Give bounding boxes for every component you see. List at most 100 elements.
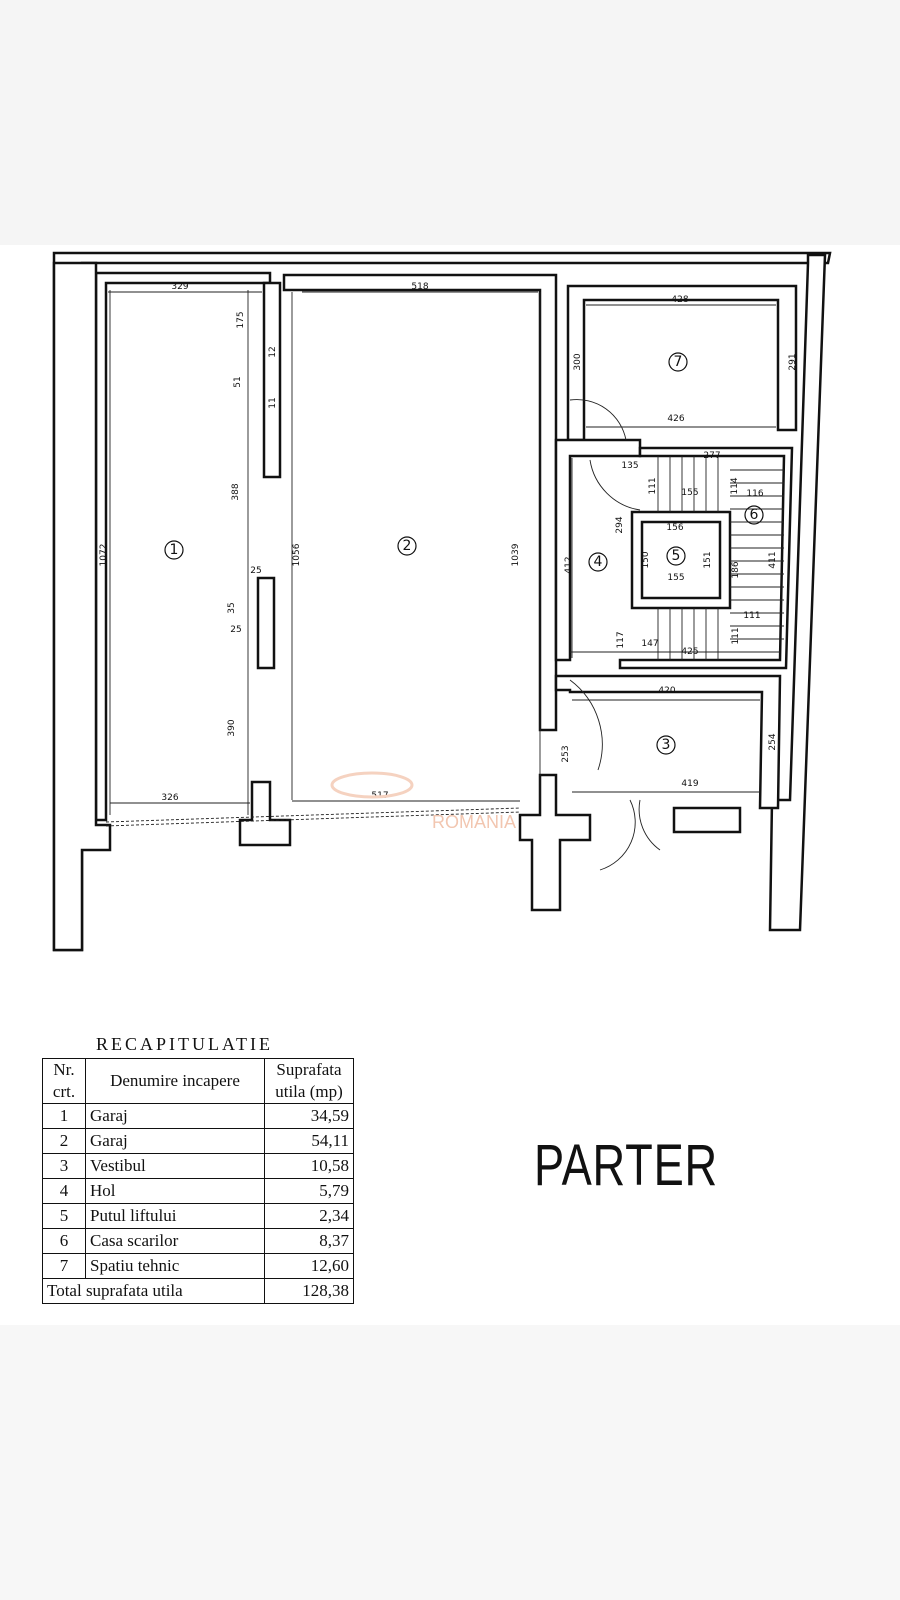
pillar-1-2 — [238, 780, 292, 847]
dimension-label: 294 — [615, 516, 625, 533]
total-value: 128,38 — [264, 1278, 354, 1304]
room-number-circle — [744, 505, 764, 525]
dimension-label: 277 — [703, 451, 720, 461]
top-background — [0, 0, 900, 245]
cell-nr: 1 — [42, 1103, 86, 1129]
watermark-logo — [330, 771, 414, 799]
cell-name: Casa scarilor — [85, 1228, 265, 1254]
room-number-circle — [397, 536, 417, 556]
header-name: Denumire incapere — [85, 1058, 265, 1104]
dimension-label: 25 — [230, 625, 241, 635]
cell-area: 34,59 — [264, 1103, 354, 1129]
dimension-label: 388 — [231, 483, 241, 500]
dimension-label: 135 — [621, 461, 638, 471]
hall-wall — [554, 438, 642, 662]
dimension-label: 12 — [268, 346, 278, 357]
watermark: ROMANIA — [432, 812, 516, 832]
partition-1-2-upper — [262, 281, 282, 479]
room-number-circle — [668, 352, 688, 372]
room-number: 3 — [662, 737, 671, 753]
dimension-label: 111 — [648, 477, 658, 494]
cell-name: Garaj — [85, 1128, 265, 1154]
cell-area: 54,11 — [264, 1128, 354, 1154]
table-header-row: Nr. crt. Denumire incapere Suprafata uti… — [42, 1058, 354, 1104]
dimension-label: 116 — [746, 489, 763, 499]
left-wall-thick — [52, 261, 112, 952]
room-number-circle — [656, 735, 676, 755]
dimension-label: 35 — [227, 602, 237, 613]
pillar-right — [518, 773, 592, 912]
cell-nr: 7 — [42, 1253, 86, 1279]
cell-name: Hol — [85, 1178, 265, 1204]
cell-area: 12,60 — [264, 1253, 354, 1279]
vestibule-wall — [554, 674, 782, 810]
dimension-label: 254 — [768, 733, 778, 750]
dimension-label: 300 — [573, 353, 583, 370]
room-number-circle — [588, 552, 608, 572]
cell-name: Vestibul — [85, 1153, 265, 1179]
dimension-label: 155 — [681, 488, 698, 498]
cell-nr: 6 — [42, 1228, 86, 1254]
room-number: 4 — [594, 554, 603, 570]
room-number-circle — [164, 540, 184, 560]
dimension-label: 1039 — [511, 543, 521, 566]
dimension-label: 518 — [411, 282, 428, 292]
header-area: Suprafata utila (mp) — [264, 1058, 354, 1104]
lift-shaft — [630, 510, 732, 610]
cell-name: Spatiu tehnic — [85, 1253, 265, 1279]
room-number: 2 — [403, 538, 412, 554]
dimension-label: 114 — [730, 477, 740, 494]
cell-nr: 2 — [42, 1128, 86, 1154]
dimension-label: 151 — [703, 551, 713, 568]
cell-nr: 3 — [42, 1153, 86, 1179]
outer-wall-right — [768, 253, 827, 932]
cell-area: 5,79 — [264, 1178, 354, 1204]
staircase-lines — [657, 456, 784, 660]
dimension-label: 428 — [671, 295, 688, 305]
dimension-label: 150 — [641, 551, 651, 568]
cell-nr: 5 — [42, 1203, 86, 1229]
stair-outline — [618, 446, 794, 670]
cell-name: Putul liftului — [85, 1203, 265, 1229]
cell-area: 10,58 — [264, 1153, 354, 1179]
cell-name: Garaj — [85, 1103, 265, 1129]
dimension-label: 390 — [227, 719, 237, 736]
bottom-background — [0, 1325, 900, 1600]
dimension-label: 156 — [666, 523, 683, 533]
dimension-label: 291 — [788, 353, 798, 370]
dimension-label: 147 — [641, 639, 658, 649]
dimension-label: 411 — [768, 551, 778, 568]
walls — [52, 251, 832, 952]
door-tech-room — [569, 399, 627, 441]
cell-nr: 4 — [42, 1178, 86, 1204]
recap-title: RECAPITULATIE — [96, 1034, 273, 1054]
dimension-label: 186 — [731, 561, 741, 578]
room-number-circle — [666, 546, 686, 566]
dimension-label: 1072 — [99, 544, 109, 567]
dimension-label: 11 — [268, 397, 278, 408]
dimension-label: 51 — [233, 376, 243, 387]
dimension-label: 117 — [616, 631, 626, 648]
dimension-label: 412 — [564, 556, 574, 573]
door-hall — [589, 459, 641, 511]
dimension-label: 1056 — [292, 543, 302, 566]
garage-door-line — [105, 807, 521, 827]
room-number: 7 — [674, 354, 683, 370]
room-number: 5 — [672, 548, 681, 564]
room-number: 6 — [750, 507, 759, 523]
dimension-label: 155 — [667, 573, 684, 583]
recap-table: Nr. crt. Denumire incapere Suprafata uti… — [42, 1058, 354, 1304]
dimension-label: 329 — [171, 282, 188, 292]
entrance-step — [672, 806, 742, 834]
header-nr: Nr. crt. — [42, 1058, 86, 1104]
dimension-label: 111 — [731, 627, 741, 644]
